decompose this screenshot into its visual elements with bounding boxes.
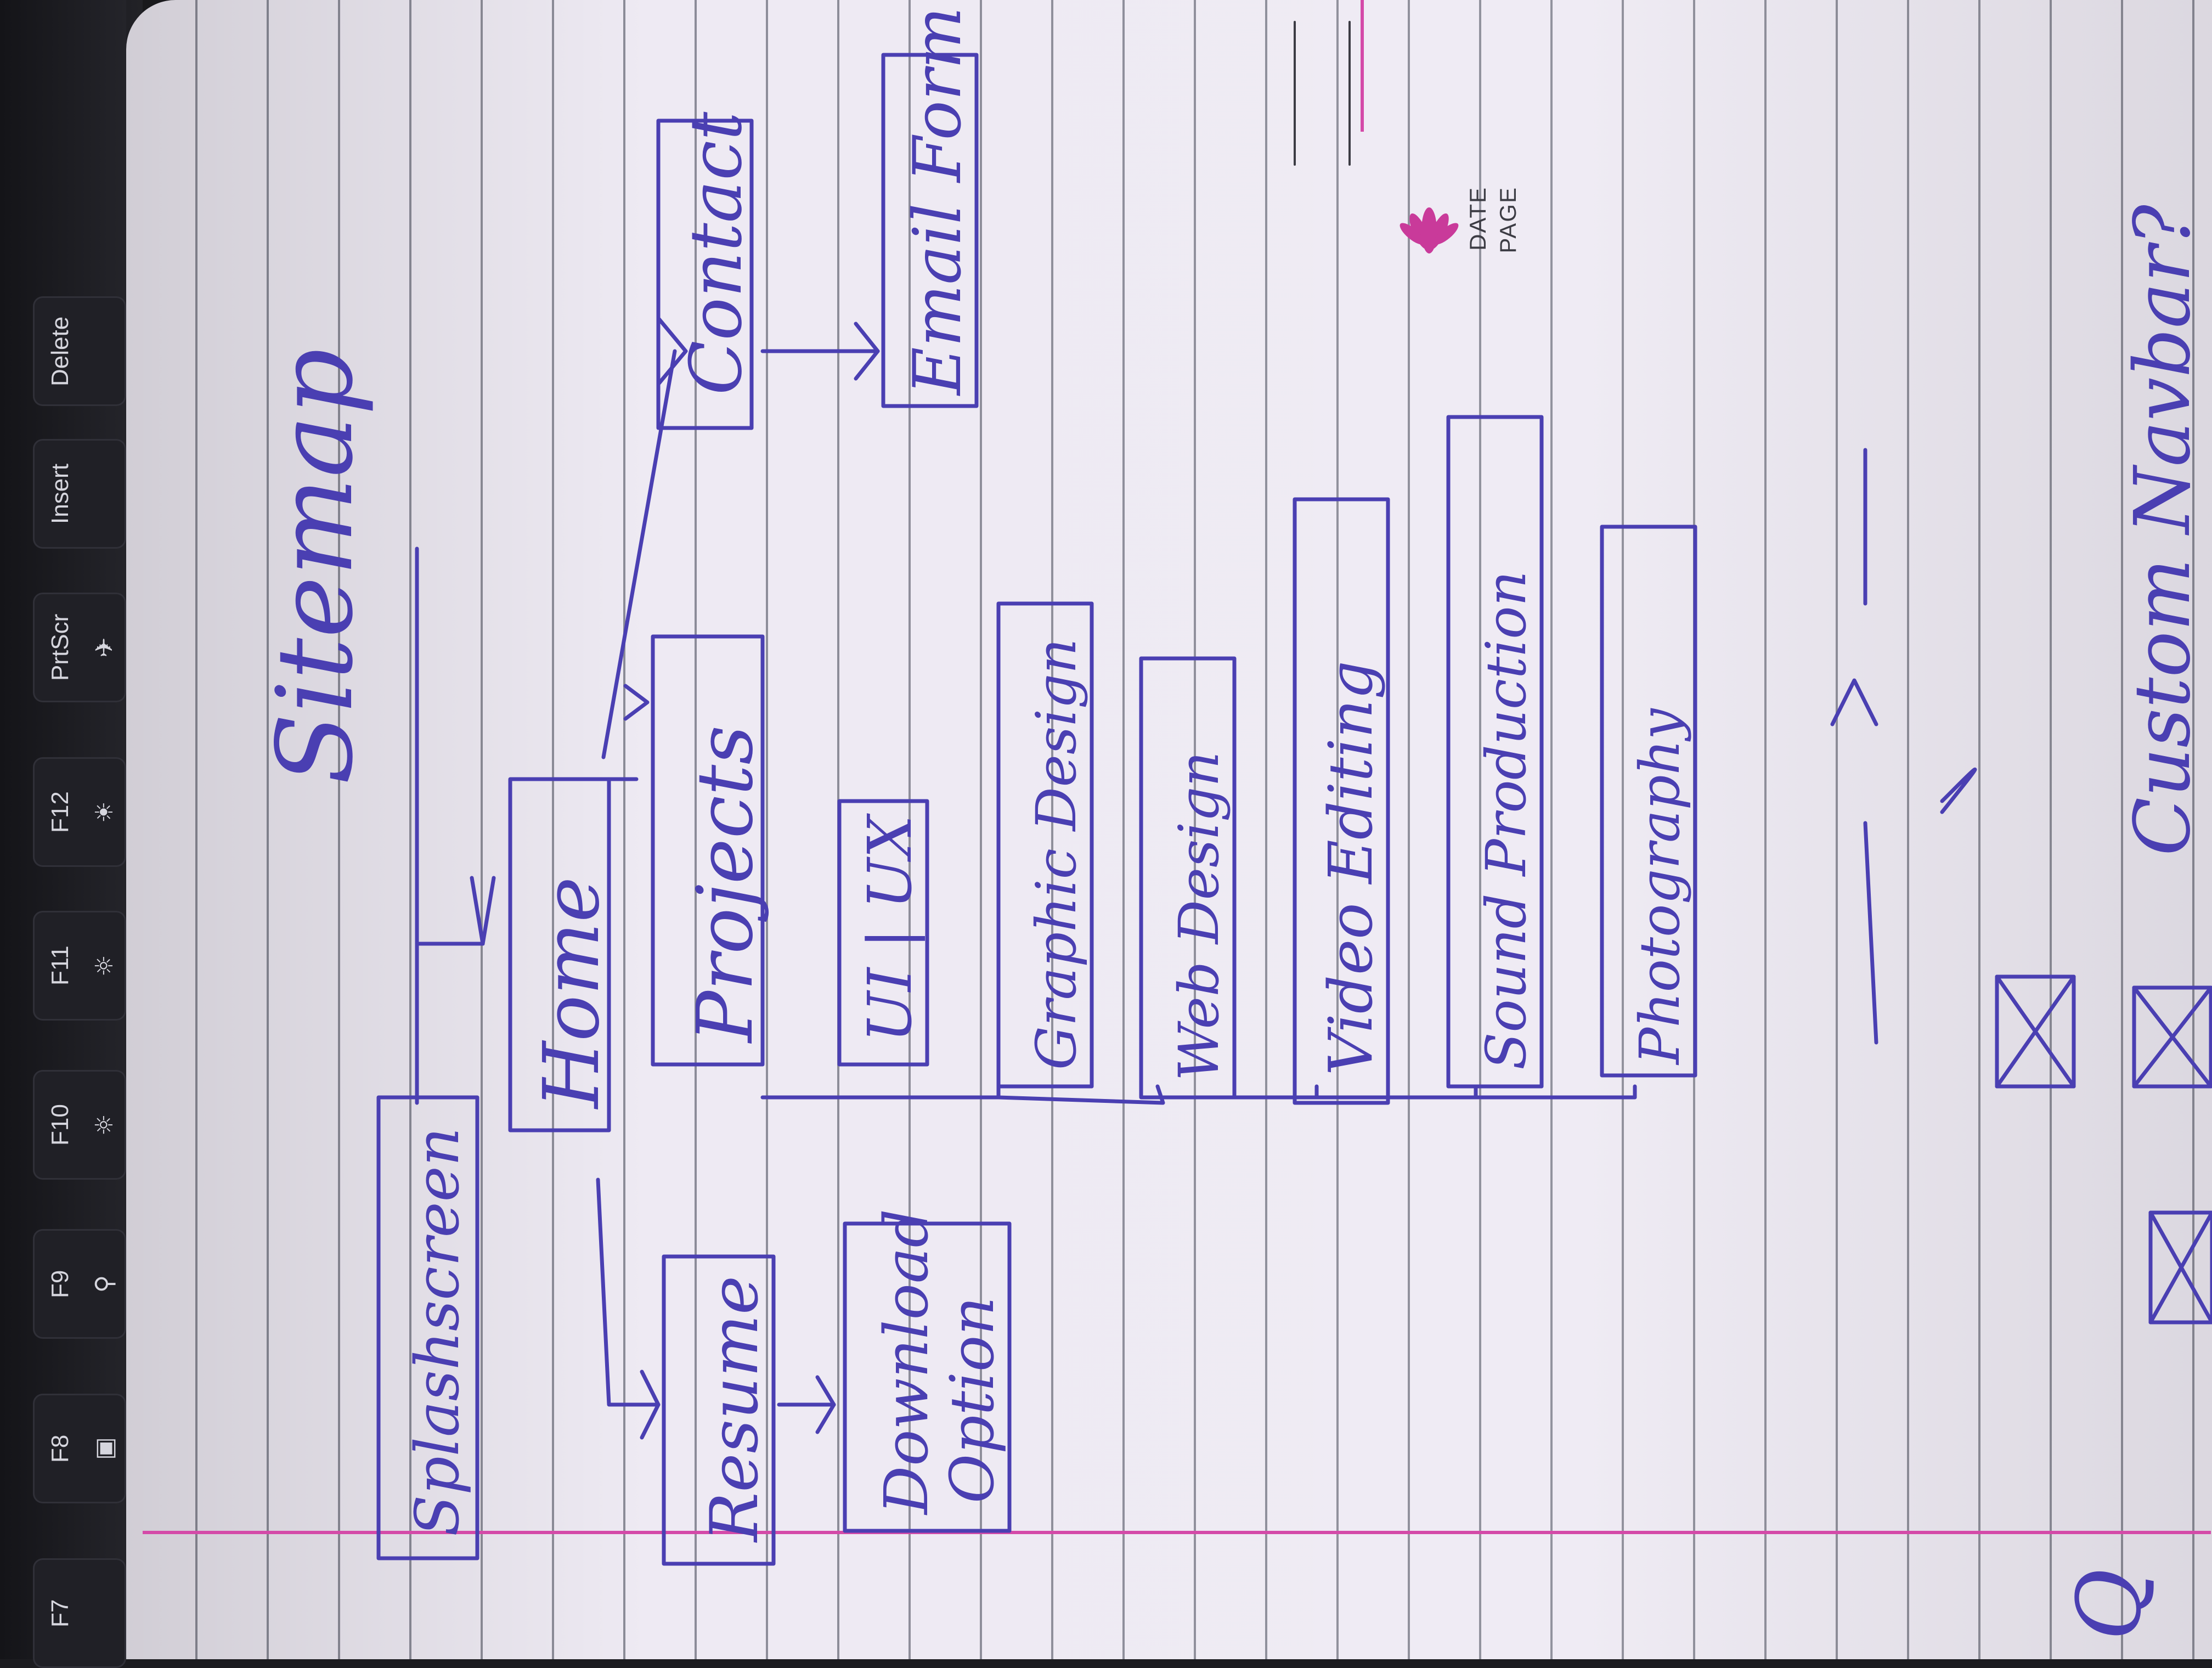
- arrow-home-resume: [596, 1177, 661, 1407]
- margin-line: [143, 1531, 2211, 1534]
- placeholder-cross-1: [1995, 974, 2076, 1089]
- diagram-title: Sitemap: [255, 348, 376, 785]
- box-projects: [651, 634, 765, 1067]
- box-contact: [656, 119, 754, 430]
- box-download: [843, 1221, 1012, 1533]
- branch-graphic: [854, 1073, 1001, 1100]
- key-delete: Delete: [33, 296, 126, 406]
- key-f8: F8▣: [33, 1394, 126, 1503]
- branch-photo: [1474, 1084, 1637, 1100]
- box-graphic: [996, 601, 1094, 1089]
- node-resume: Resume: [697, 1276, 773, 1543]
- box-resume: [662, 1254, 776, 1566]
- arrowhead-download: [815, 1375, 836, 1434]
- box-uiux: [837, 799, 929, 1067]
- node-download-line2: Option: [937, 1297, 1007, 1503]
- key-f12: F12☀: [33, 757, 126, 867]
- node-uiux: UI | UX: [855, 813, 925, 1042]
- laptop-keyboard: F7 F8▣ F9⚲ F10☼ F11☼ F12☀ PrtScr✈ Insert Delete: [0, 0, 143, 1668]
- node-graphic-design: Graphic Design: [1024, 638, 1088, 1070]
- key-f10: F10☼: [33, 1070, 126, 1180]
- key-f9: F9⚲: [33, 1229, 126, 1339]
- branch-web: [996, 1084, 1165, 1105]
- node-sound-production: Sound Production: [1474, 571, 1538, 1070]
- key-prtscr: PrtScr✈: [33, 593, 126, 702]
- node-projects: Projects: [681, 725, 770, 1044]
- node-web-design: Web Design: [1167, 751, 1231, 1081]
- node-email-form: Email Form: [900, 7, 976, 396]
- lotus-icon: [1400, 207, 1459, 253]
- key-f11: F11☼: [33, 911, 126, 1021]
- box-video: [1293, 497, 1390, 1105]
- placeholder-cross-3: [2148, 1210, 2212, 1325]
- box-photo: [1600, 525, 1697, 1078]
- arrow-home-contact: [601, 349, 677, 759]
- box-splashscreen: [376, 1095, 479, 1560]
- image-placeholder-2: [2132, 985, 2212, 1089]
- placeholder-cross-2: [2132, 985, 2212, 1089]
- arrowhead-resume: [640, 1370, 661, 1440]
- wireframe-image-placeholders: [1995, 974, 2212, 1325]
- bottom-mark: Q: [2058, 1569, 2160, 1641]
- box-home: [508, 777, 611, 1132]
- arrowhead-contact: [656, 316, 688, 386]
- node-splashscreen: Splashscreen: [402, 1127, 472, 1536]
- arrow-splash-home: [415, 942, 485, 1105]
- node-photography: Photography: [1628, 708, 1692, 1066]
- top-margin-line: [1361, 0, 1364, 132]
- connectors: [415, 316, 1878, 1440]
- box-sound: [1446, 415, 1544, 1089]
- arrowhead-email: [854, 322, 880, 381]
- key-insert: Insert: [33, 439, 126, 549]
- page-header: DATE PAGE: [1399, 176, 1521, 296]
- node-video-editing: Video Editing: [1316, 661, 1386, 1075]
- box-email: [881, 53, 979, 408]
- key-f7: F7: [33, 1558, 126, 1668]
- node-home: Home: [527, 877, 617, 1110]
- arrow-bottom: [1863, 821, 1878, 1045]
- image-placeholder-3: [2148, 1210, 2212, 1325]
- arrowhead-projects: [623, 684, 650, 721]
- image-placeholder-1: [1995, 974, 2076, 1089]
- brace: [1940, 768, 1977, 814]
- arrowhead-home: [470, 876, 496, 946]
- node-download-line1: Download: [871, 1209, 941, 1515]
- node-contact: Contact: [674, 111, 758, 395]
- bottom-note: Custom Navbar?: [2118, 204, 2208, 856]
- arrowhead-bottom: [1830, 678, 1878, 726]
